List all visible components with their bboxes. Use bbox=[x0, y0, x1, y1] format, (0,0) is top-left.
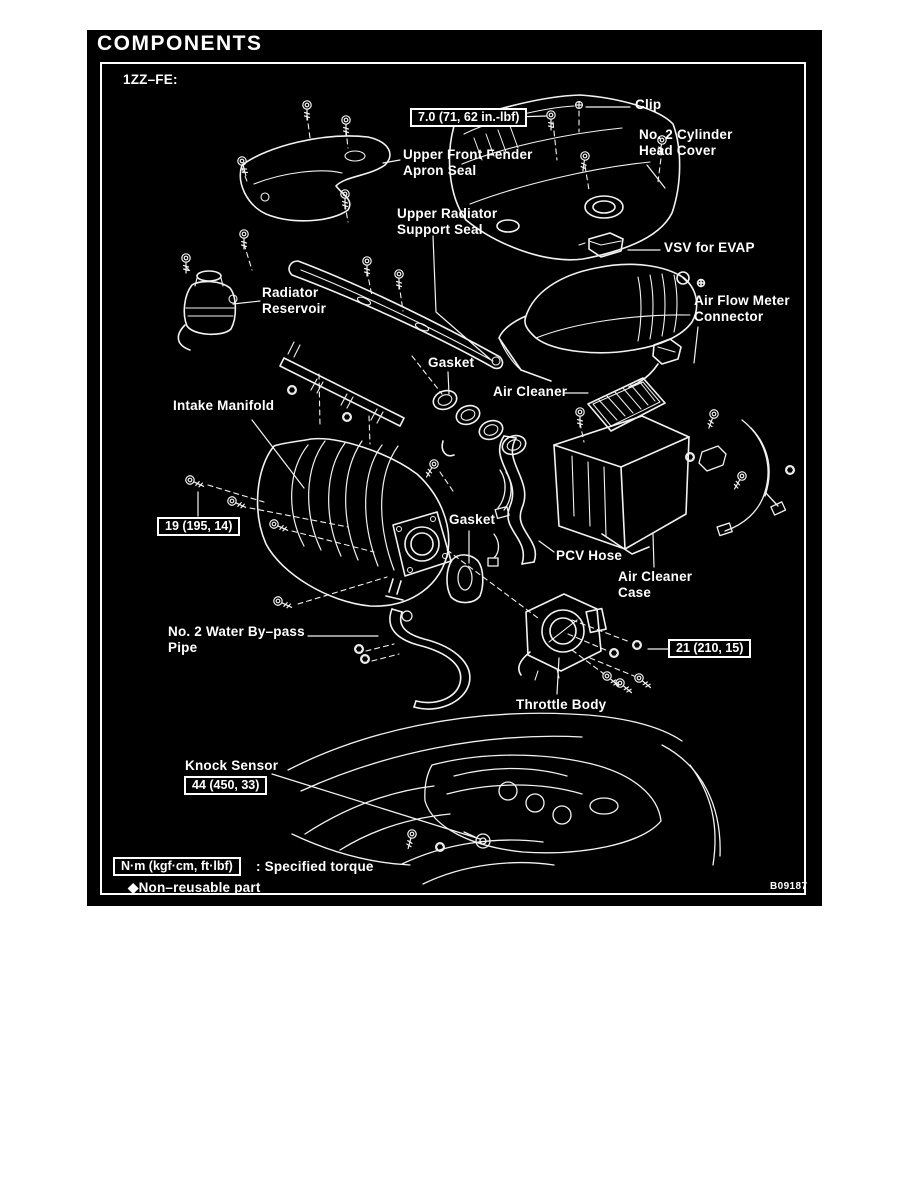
label-air-cleaner-case: Air Cleaner Case bbox=[618, 569, 693, 600]
fender-apron-seal-art bbox=[239, 135, 391, 222]
throttle-body-art bbox=[518, 593, 607, 681]
label-air-cleaner: Air Cleaner bbox=[493, 384, 568, 399]
engine-harness-art bbox=[698, 419, 787, 537]
label-upper-front-fender-apron-seal: Upper Front Fender Apron Seal bbox=[403, 147, 533, 178]
radiator-support-seal-art bbox=[288, 260, 504, 370]
label-no2-water-bypass-pipe: No. 2 Water By–pass Pipe bbox=[168, 624, 305, 655]
label-throttle-body: Throttle Body bbox=[516, 697, 607, 712]
diagram-frame: 1ZZ–FE: 7.0 (71, 62 in.-lbf) Clip No. 2 … bbox=[100, 62, 808, 895]
pcv-hose-art bbox=[498, 435, 537, 565]
torque-spec-knock-sensor: 44 (450, 33) bbox=[184, 776, 268, 795]
label-clip: Clip bbox=[635, 97, 662, 112]
air-cleaner-case-art bbox=[553, 415, 690, 555]
air-cleaner-cap-art bbox=[498, 263, 706, 382]
torque-spec-throttle-body: 21 (210, 15) bbox=[668, 639, 752, 658]
intake-manifold-art bbox=[256, 437, 452, 607]
torque-spec-intake-manifold: 19 (195, 14) bbox=[157, 517, 241, 536]
radiator-reservoir-art bbox=[177, 270, 238, 351]
components-panel: COMPONENTS bbox=[87, 30, 822, 906]
cylinder-head-cover-art bbox=[448, 94, 681, 261]
engine-code-label: 1ZZ–FE: bbox=[123, 72, 178, 87]
water-bypass-pipe-art bbox=[385, 578, 471, 710]
vsv-evap-art bbox=[578, 232, 624, 258]
label-radiator-reservoir: Radiator Reservoir bbox=[262, 285, 327, 316]
torque-spec-head-cover: 7.0 (71, 62 in.-lbf) bbox=[410, 108, 528, 127]
intake-gasket-art bbox=[432, 389, 527, 456]
label-vsv-for-evap: VSV for EVAP bbox=[664, 240, 755, 255]
figure-id: B09187 bbox=[770, 881, 808, 892]
knock-sensor-art bbox=[463, 831, 491, 849]
u-clip-art bbox=[441, 440, 455, 457]
engine-bay-art bbox=[287, 712, 721, 885]
fuel-rail-art bbox=[279, 341, 405, 427]
label-air-flow-meter-connector: Air Flow Meter Connector bbox=[694, 293, 790, 324]
label-pcv-hose: PCV Hose bbox=[556, 548, 623, 563]
assembly-alignment-lines bbox=[185, 110, 663, 677]
label-gasket-intake: Gasket bbox=[428, 355, 475, 370]
fuel-hose-art bbox=[487, 469, 512, 567]
label-knock-sensor: Knock Sensor bbox=[185, 758, 279, 773]
throttle-gasket-art bbox=[446, 554, 484, 604]
page-title: COMPONENTS bbox=[97, 32, 263, 55]
legend-torque-unit-box: N·m (kgf·cm, ft·lbf) bbox=[113, 857, 241, 876]
label-upper-radiator-support-seal: Upper Radiator Support Seal bbox=[397, 206, 498, 237]
legend-torque-description: : Specified torque bbox=[256, 859, 374, 874]
label-gasket-throttle: Gasket bbox=[449, 512, 496, 527]
label-no2-cylinder-head-cover: No. 2 Cylinder Head Cover bbox=[639, 127, 733, 158]
label-intake-manifold: Intake Manifold bbox=[173, 398, 275, 413]
air-flow-meter-connector-art bbox=[628, 338, 682, 388]
air-cleaner-filter-art bbox=[587, 377, 666, 432]
legend-non-reusable: ◆Non–reusable part bbox=[128, 880, 261, 895]
